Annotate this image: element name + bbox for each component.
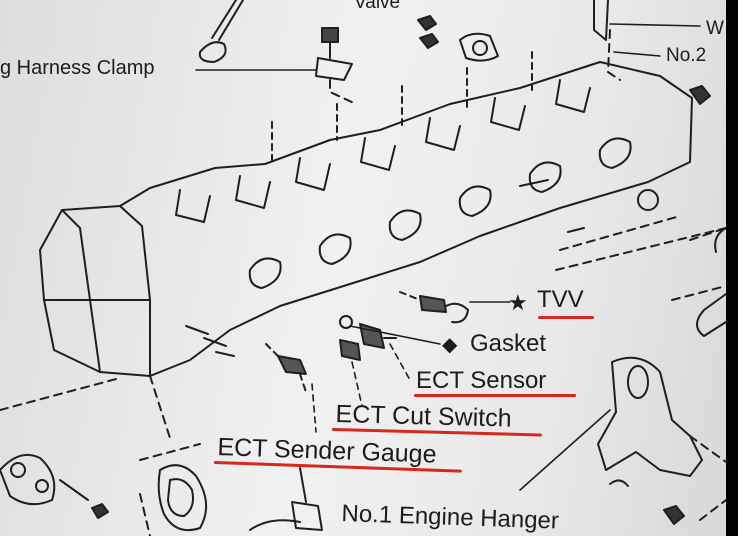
- label-no2: No.2: [666, 45, 707, 66]
- right-dark-edge: [726, 0, 738, 536]
- star-symbol: ★: [508, 290, 528, 315]
- harness-clamp-bolt: [315, 27, 357, 105]
- sensor-parts: [185, 291, 469, 393]
- label-valve: Valve: [354, 0, 401, 13]
- label-ect-sensor: ECT Sensor: [416, 367, 547, 394]
- leader-lines: [195, 23, 701, 491]
- diamond-symbol: ◆: [442, 334, 458, 356]
- valve-part: [198, 0, 244, 63]
- label-tvv: TVV: [537, 286, 584, 313]
- ect-sensor-underline: [414, 394, 576, 397]
- lower-parts: [0, 356, 727, 536]
- cylinder-head-body: [39, 51, 693, 377]
- label-harness-clamp: g Harness Clamp: [0, 57, 155, 79]
- no2-hanger-parts: [417, 0, 711, 105]
- label-w: W: [706, 18, 724, 39]
- label-gasket: Gasket: [470, 330, 547, 357]
- right-side-parts: [555, 215, 727, 337]
- tvv-underline: [538, 316, 594, 319]
